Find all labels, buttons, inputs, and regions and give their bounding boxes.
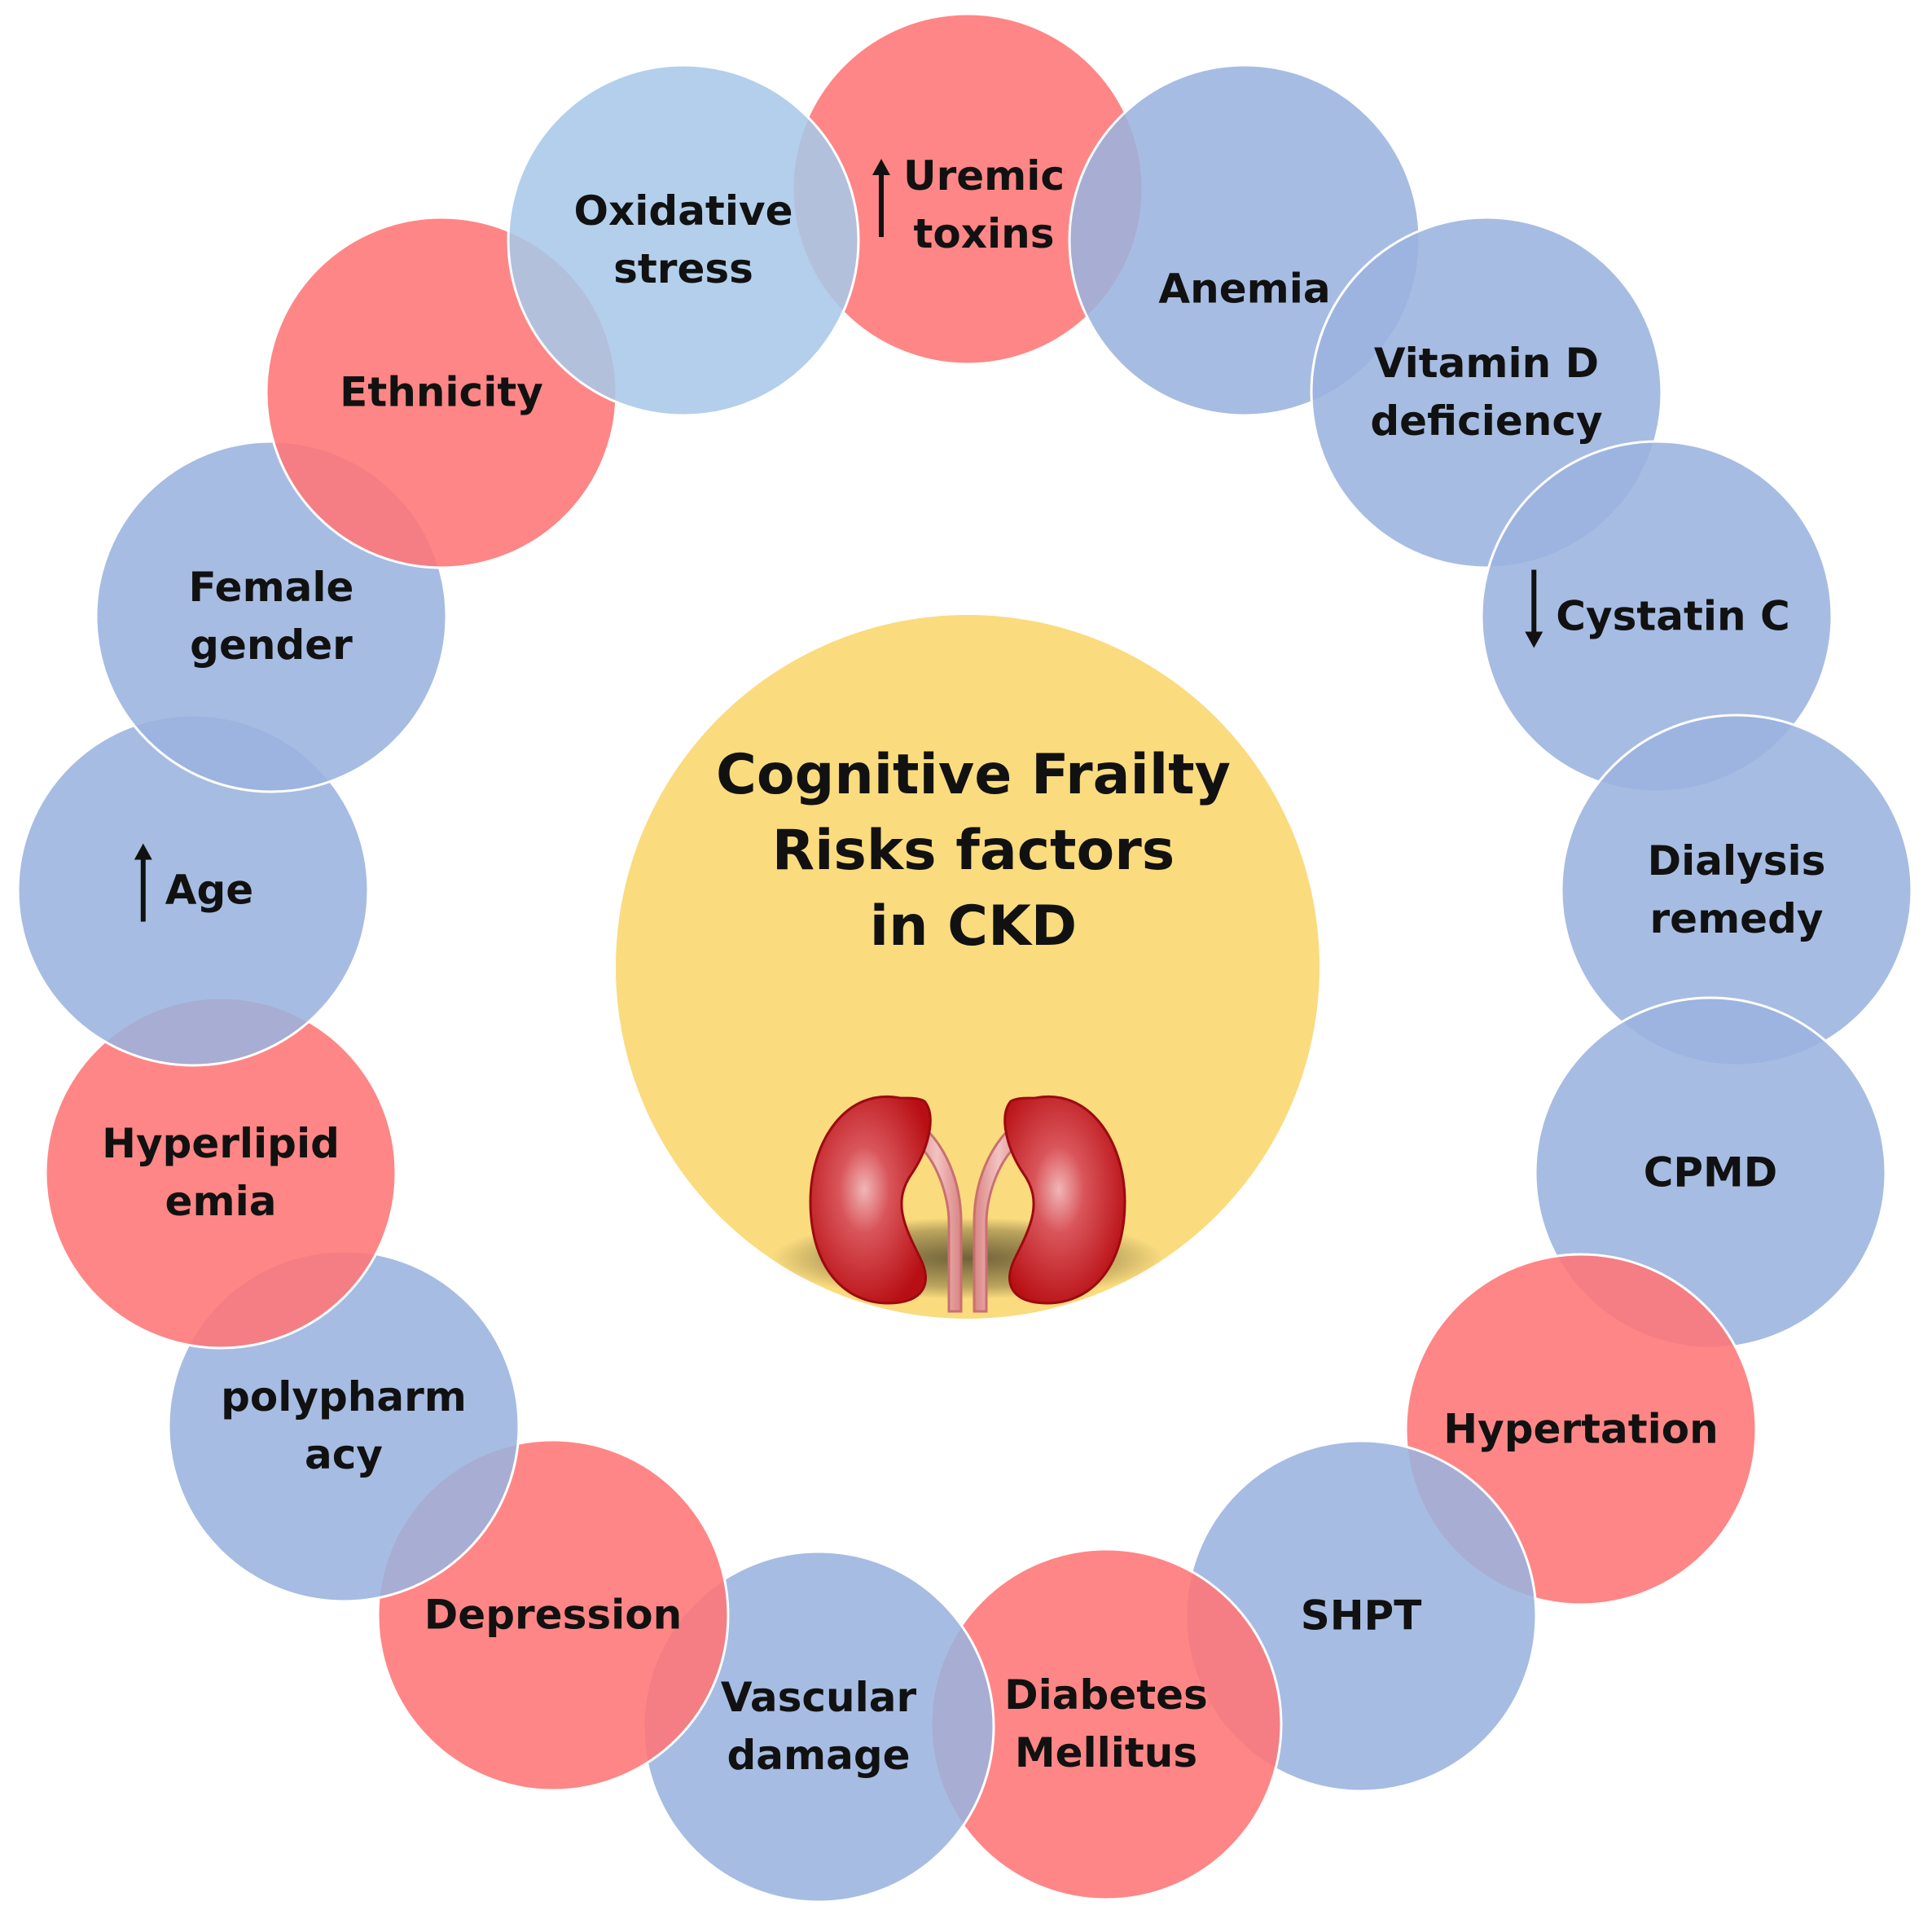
polypharmacy-line-2: acy [305,1431,383,1478]
center-title-line-2: Risks factors [771,819,1175,883]
kidneys-icon [772,1095,1163,1313]
anemia-line-1: Anemia [1158,265,1331,313]
oxidative-stress-circle [507,64,860,417]
age-line-1: Age [165,866,254,914]
center-title-line-3: in CKD [869,894,1078,959]
dialysis-remedy-label: Dialysis remedy [1648,832,1826,948]
diabetes-mellitus-line-1: Diabetes [1004,1671,1208,1719]
shpt-label: SHPT [1301,1587,1422,1645]
female-gender-line-2: gender [190,621,353,669]
cystatin-c-label: Cystatin C [1523,569,1790,665]
center-circle [616,615,1319,1319]
factor-circles [16,12,1913,1904]
center-title-line-1: Cognitive Frailty [716,743,1231,807]
oxidative-stress-label: Oxidative stress [574,182,793,298]
anemia-label: Anemia [1158,261,1330,318]
vascular-damage-line-1: Vascular [720,1674,917,1721]
female-gender-label: Female gender [189,559,354,674]
vitamin-d-deficiency-line-2: deficiency [1370,397,1603,445]
center-title: Cognitive Frailty Risks factors in CKD [615,737,1332,964]
oxidative-stress-line-2: stress [613,245,753,292]
uremic-toxins-line-1: Uremic [902,152,1065,200]
vascular-damage-label: Vascular damage [721,1669,916,1785]
uremic-toxins-label: Uremic toxins [871,147,1065,263]
oxidative-stress-line-1: Oxidative [573,187,793,235]
arrow-up-icon [871,157,892,254]
hyperlipidemia-line-1: Hyperlipid [102,1120,340,1167]
polypharmacy-label: polypharm acy [221,1368,467,1484]
dialysis-remedy-line-2: remedy [1649,895,1824,942]
hyperlipidemia-label: Hyperlipid emia [102,1115,340,1231]
shpt-line-1: SHPT [1300,1592,1422,1640]
cystatin-c-line-1: Cystatin C [1556,592,1790,640]
female-gender-line-1: Female [188,564,354,611]
vitamin-d-deficiency-label: Vitamin D deficiency [1370,335,1602,450]
depression-line-1: Depression [424,1591,683,1639]
age-label: Age [133,842,253,939]
uremic-toxins-line-2: toxins [913,210,1055,257]
vascular-damage-line-2: damage [727,1732,911,1779]
arrow-down-icon [1523,569,1544,665]
polypharmacy-line-1: polypharm [221,1373,467,1421]
dialysis-remedy-line-1: Dialysis [1647,837,1826,885]
hypertation-label: Hypertation [1443,1401,1718,1459]
diabetes-mellitus-line-2: Mellitus [1014,1729,1198,1776]
cpmd-line-1: CPMD [1643,1148,1778,1197]
ethnicity-line-1: Ethnicity [340,368,543,416]
arrow-up-icon [133,842,154,939]
vitamin-d-deficiency-line-1: Vitamin D [1373,340,1600,387]
ethnicity-label: Ethnicity [340,364,543,422]
cpmd-label: CPMD [1644,1144,1778,1202]
hypertation-line-1: Hypertation [1443,1405,1719,1453]
depression-label: Depression [424,1587,682,1645]
hyperlipidemia-line-2: emia [165,1178,277,1225]
